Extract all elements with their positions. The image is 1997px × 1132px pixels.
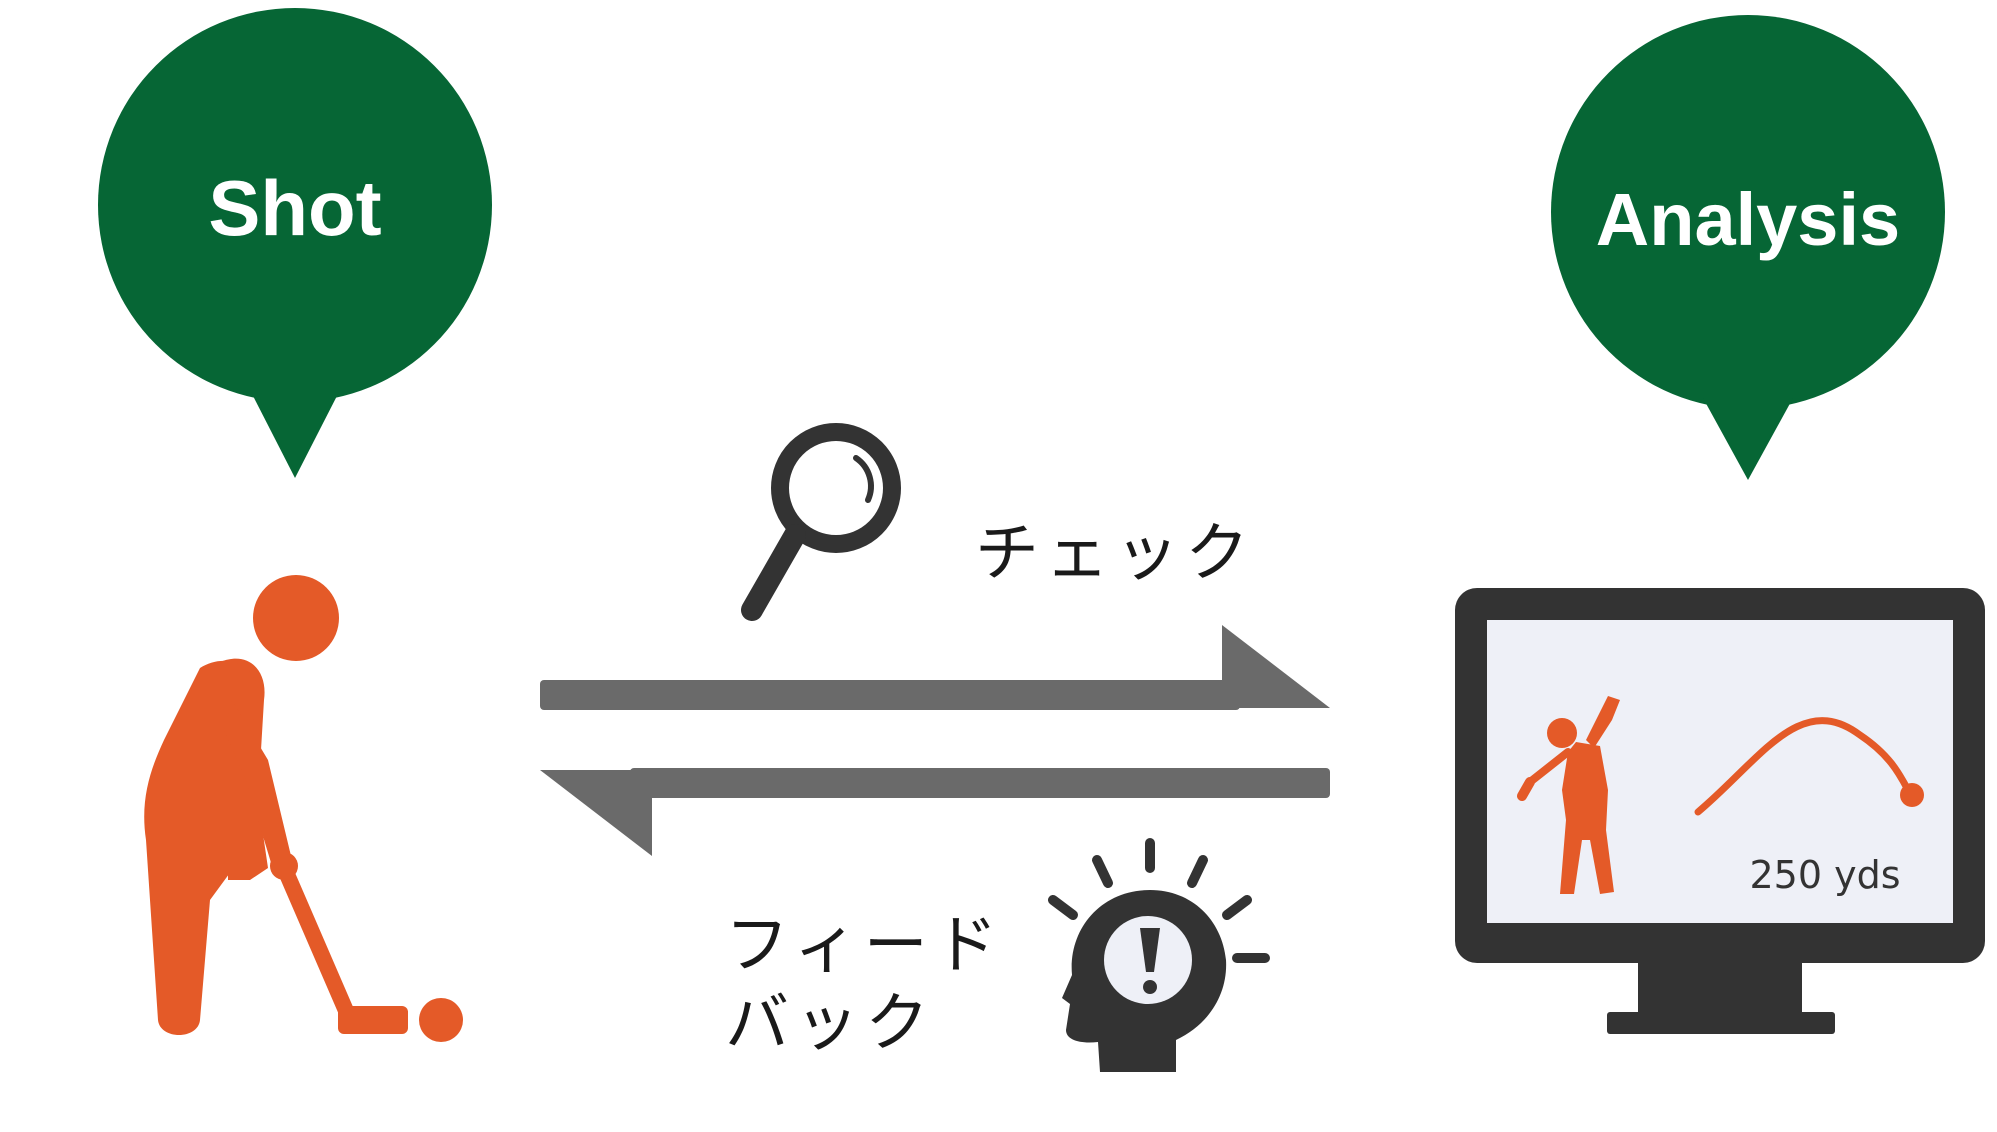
ball-flight-curve (1694, 717, 1912, 816)
shot-label: Shot (208, 164, 381, 252)
golfer-swing-icon (1517, 696, 1620, 894)
analysis-bubble: Analysis (1551, 15, 1945, 480)
golfer-putting-icon (144, 575, 463, 1042)
analysis-label: Analysis (1596, 178, 1900, 261)
check-label: チェック (975, 517, 1255, 591)
ball-icon (1900, 783, 1924, 807)
feedback-label-line1: フィード (725, 909, 1004, 983)
magnifying-glass-icon (741, 423, 901, 621)
distance-label: 250 yds (1749, 853, 1900, 897)
head-exclamation-icon (1048, 838, 1270, 1072)
feedback-arrow (540, 768, 1330, 856)
monitor-icon: 250 yds (1455, 588, 1985, 1034)
check-arrow (540, 625, 1330, 710)
feedback-label-line2: バック (725, 987, 935, 1061)
shot-bubble: Shot (98, 8, 492, 478)
